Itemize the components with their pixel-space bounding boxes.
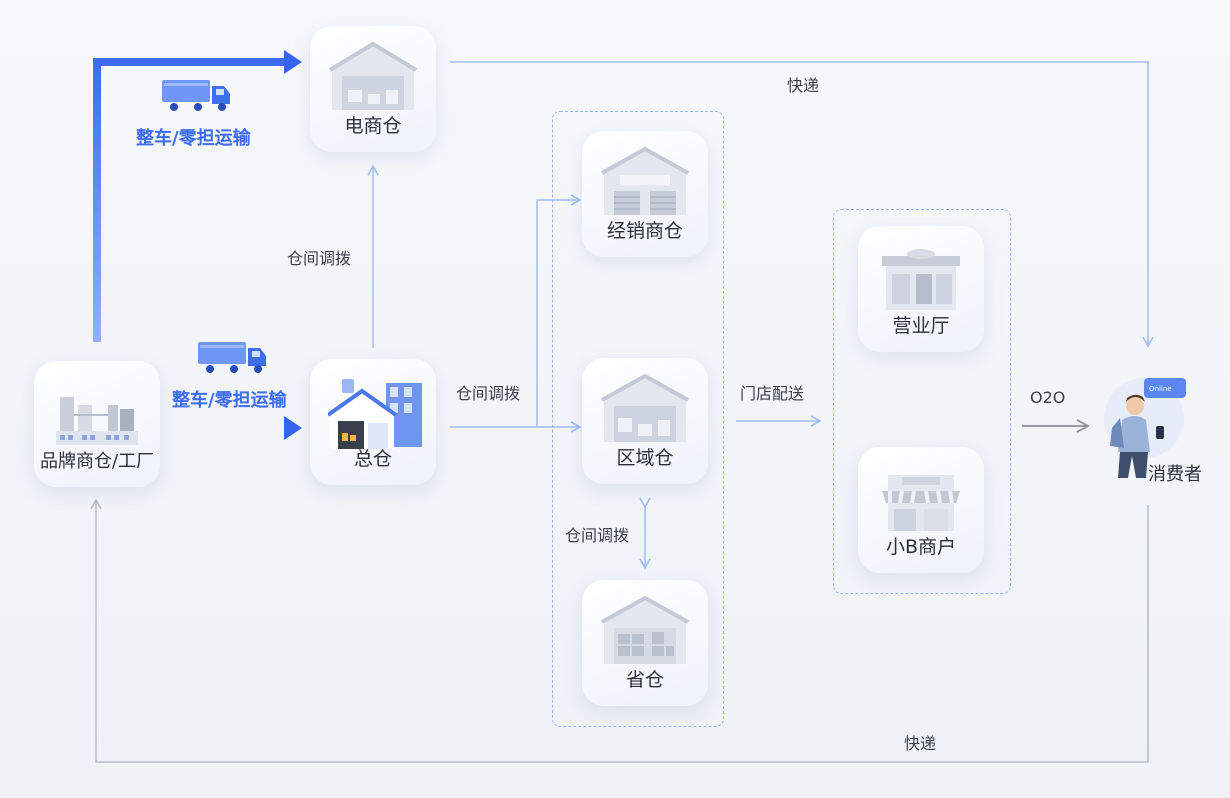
consumer-label: 消费者 [1148, 464, 1202, 485]
regional-warehouse-icon [601, 373, 689, 442]
factory-icon [56, 397, 138, 445]
shop-icon [882, 249, 960, 310]
central-warehouse-icon [328, 379, 422, 449]
node-dealer-warehouse[interactable]: 经销商仓 [582, 131, 708, 257]
node-ecommerce-warehouse[interactable]: 电商仓 [310, 26, 436, 152]
truck-icon-mid [198, 342, 266, 373]
node-factory[interactable]: 品牌商仓/工厂 [34, 361, 160, 487]
transfer-vertical-label: 仓间调拨 [565, 526, 630, 545]
store-group-box [833, 209, 1011, 594]
transfer-up-label: 仓间调拨 [287, 249, 352, 268]
dealer-label: 经销商仓 [606, 220, 683, 242]
provincial-warehouse-icon [601, 595, 689, 664]
store-delivery-label: 门店配送 [740, 384, 805, 403]
hall-label: 营业厅 [892, 315, 950, 337]
provincial-label: 省仓 [625, 669, 664, 691]
truck-icon-top [162, 80, 230, 111]
warehouse-icon [328, 41, 418, 110]
consumer-figure: Online [1104, 378, 1186, 478]
regional-label: 区域仓 [616, 447, 674, 469]
node-smallb-merchant[interactable]: 小B商户 [858, 447, 984, 573]
transport-mid-label: 整车/零担运输 [172, 390, 287, 411]
node-central-warehouse[interactable]: 总仓 [310, 359, 436, 485]
warehouse-group-box [552, 111, 724, 727]
node-provincial-warehouse[interactable]: 省仓 [582, 580, 708, 706]
factory-label: 品牌商仓/工厂 [39, 451, 155, 472]
ecommerce-label: 电商仓 [344, 115, 402, 137]
store-icon [882, 475, 960, 531]
node-business-hall[interactable]: 营业厅 [858, 226, 984, 352]
central-label: 总仓 [353, 448, 392, 470]
smallb-label: 小B商户 [885, 536, 957, 558]
transfer-right-label: 仓间调拨 [456, 384, 521, 403]
transport-top-label: 整车/零担运输 [136, 128, 251, 149]
phone-badge-text: Online [1149, 385, 1172, 393]
dealer-warehouse-icon [601, 146, 689, 215]
node-regional-warehouse[interactable]: 区域仓 [582, 358, 708, 484]
o2o-label: O2O [1030, 388, 1066, 407]
express-top-label: 快递 [787, 76, 820, 95]
express-bottom-label: 快递 [904, 734, 937, 753]
